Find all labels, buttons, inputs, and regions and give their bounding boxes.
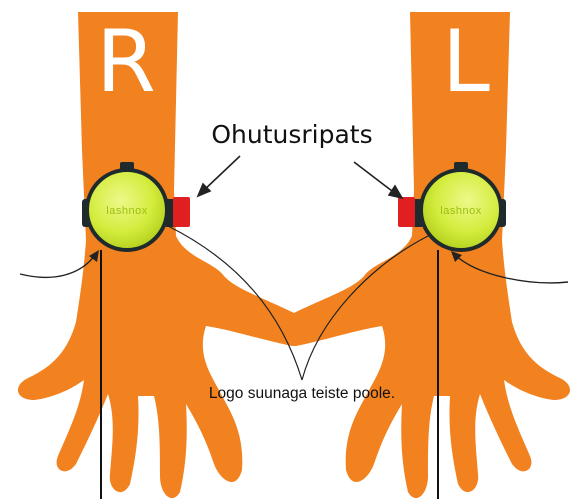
arrowhead-left-safety-strap bbox=[389, 186, 402, 198]
right-hand: R lashnox bbox=[18, 12, 310, 498]
arrow-to-left-safety-strap bbox=[354, 162, 396, 194]
safety-strap-arrows bbox=[198, 156, 402, 198]
left-arm bbox=[278, 12, 570, 498]
right-watch-logo: lashnox bbox=[106, 205, 147, 217]
logo-direction-caption: Logo suunaga teiste poole. bbox=[209, 385, 395, 402]
left-watch-logo: lashnox bbox=[440, 205, 481, 217]
left-hand bbox=[278, 12, 570, 498]
left-safety-strap bbox=[398, 197, 415, 227]
right-safety-strap bbox=[173, 197, 190, 227]
right-hand-letter: R bbox=[96, 12, 156, 112]
right-arm bbox=[18, 12, 310, 498]
left-hand-letter: L bbox=[442, 12, 490, 112]
arrow-to-right-safety-strap bbox=[202, 156, 240, 192]
safety-strap-label: Ohutusripats bbox=[211, 120, 372, 149]
